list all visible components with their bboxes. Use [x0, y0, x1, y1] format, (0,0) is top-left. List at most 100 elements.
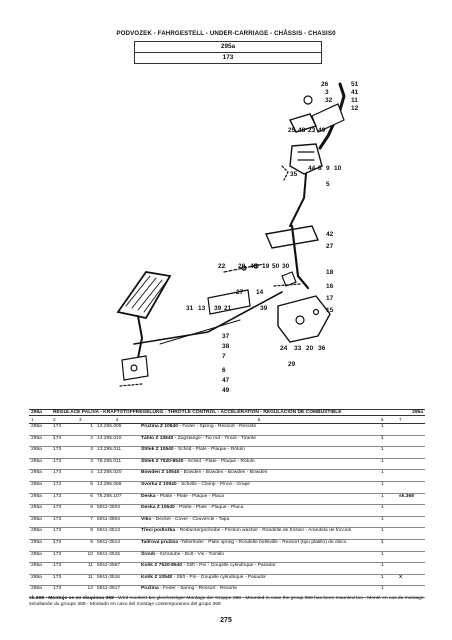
- section-header-row: 295a REGULACE PALIVA - KRAFTSTOFFREGELUN…: [29, 409, 425, 416]
- part-name-cell: Deska Z 10540 - Platte - Plate - Plaque …: [139, 504, 379, 517]
- subgroup-cell: 173: [51, 539, 77, 552]
- part-name-cell: Štítek Z 10540 - Schild - Plate - Plaque…: [139, 446, 379, 459]
- column-number: 3: [77, 415, 95, 424]
- part-name-translations: - Feder - Spring - Ressort - Resorte: [158, 586, 237, 592]
- group-cell: 295a: [29, 539, 51, 552]
- position-cell: 6: [77, 504, 95, 517]
- position-cell: 6: [77, 493, 95, 506]
- subgroup-cell: 173: [51, 562, 77, 575]
- part-name-cell: Talířová pružina -Tellerfeder - Plate sp…: [139, 539, 379, 552]
- group-cell: 295a: [29, 574, 51, 587]
- svg-text:13: 13: [198, 305, 206, 312]
- position-cell: 3: [77, 446, 95, 459]
- quantity-cell: 1: [379, 585, 397, 598]
- part-name-cell: Kolík Z 10540 - Stift - Pin - Goupille c…: [139, 574, 379, 587]
- subgroup-cell: 174: [51, 469, 77, 482]
- note-cell: [397, 435, 425, 448]
- subgroup-cell: 173: [51, 516, 77, 529]
- part-name-translations: - Stift - Pin - Goupille cylindrique - P…: [182, 563, 276, 569]
- column-number: 5: [139, 415, 379, 424]
- group-cell: 295a: [29, 585, 51, 598]
- part-name-cell: Táhlo Z 10540 - Zugstange - Tie rod - Ti…: [139, 435, 379, 448]
- part-number-cell: 5911-3515: [95, 551, 139, 564]
- part-name-cell: Svorka Z 10540 - Schelle - Clamp - Pince…: [139, 481, 379, 494]
- section-title: REGULACE PALIVA - KRAFTSTOFFREGELUNG - T…: [51, 409, 397, 416]
- position-cell: 11: [77, 574, 95, 587]
- svg-text:11: 11: [351, 97, 358, 104]
- svg-text:33: 33: [294, 345, 302, 352]
- note-cell: [397, 446, 425, 459]
- svg-text:41: 41: [351, 89, 359, 96]
- group-cell: 295a: [29, 458, 51, 471]
- quantity-cell: 1: [379, 481, 397, 494]
- quantity-cell: 1: [379, 527, 397, 540]
- note-cell: [397, 516, 425, 529]
- position-cell: 2: [77, 435, 95, 448]
- part-name-primary: Talířová pružina: [141, 539, 179, 545]
- svg-text:40: 40: [250, 263, 258, 270]
- note-cell: [397, 562, 425, 575]
- note-cell: [397, 481, 425, 494]
- page-header: PODVOZEK - FAHRGESTELL - UNDER-CARRIAGE …: [116, 30, 336, 37]
- group-cell: 295a: [29, 469, 51, 482]
- part-name-primary: Třecí podložka: [141, 528, 176, 534]
- svg-text:31: 31: [186, 305, 194, 312]
- part-number-cell: 13.295.005: [95, 423, 139, 436]
- subgroup-cell: 173: [51, 527, 77, 540]
- svg-text:14: 14: [256, 289, 264, 296]
- part-name-cell: Bowden Z 10540 - Bowden - Bowden - Bowde…: [139, 469, 379, 482]
- note-cell: [397, 539, 425, 552]
- svg-text:25: 25: [288, 127, 296, 134]
- parts-table: 295a REGULACE PALIVA - KRAFTSTOFFREGELUN…: [29, 409, 425, 598]
- position-cell: 12: [77, 585, 95, 598]
- svg-text:19: 19: [262, 263, 270, 270]
- svg-text:24: 24: [280, 345, 288, 352]
- svg-text:27: 27: [236, 289, 244, 296]
- exploded-parts-diagram: 26 51 3 41 32 11 12 25 48 23 49 35 44 8 …: [116, 81, 359, 394]
- quantity-cell: 1: [379, 458, 397, 471]
- group-cell: 295a: [29, 493, 51, 506]
- subgroup-cell: 174: [51, 435, 77, 448]
- quantity-cell: 1: [379, 423, 397, 436]
- part-number-cell: 76.295.107: [95, 493, 139, 506]
- note-cell: X: [397, 574, 425, 587]
- position-cell: 5: [77, 481, 95, 494]
- group-cell: 295a: [29, 551, 51, 564]
- part-name-primary: Pružina: [141, 586, 159, 592]
- part-name-primary: Svorka Z 10540: [141, 481, 177, 487]
- subgroup-cell: 173: [51, 574, 77, 587]
- part-name-primary: Štítek Z 10540: [141, 447, 174, 453]
- position-cell: 3: [77, 458, 95, 471]
- svg-text:18: 18: [326, 269, 334, 276]
- section-group: 295a: [29, 409, 51, 416]
- footnote-text: - Wird montiert bei gleichzeitiger Monta…: [29, 596, 424, 608]
- svg-text:32: 32: [325, 97, 333, 104]
- part-name-primary: Deska: [141, 493, 156, 499]
- group-cell: 295a: [29, 423, 51, 436]
- part-number-cell: 78.295.011: [95, 458, 139, 471]
- note-cell: [397, 527, 425, 540]
- svg-text:5: 5: [326, 181, 330, 188]
- part-name-translations: - Feder - Spring - Ressort - Resorte: [177, 424, 257, 429]
- quantity-cell: 1: [379, 469, 397, 482]
- svg-text:47: 47: [222, 377, 230, 384]
- column-number: 1: [29, 415, 51, 424]
- note-cell: [397, 551, 425, 564]
- part-number-cell: 5911-3503: [95, 504, 139, 517]
- quantity-cell: 1: [379, 493, 397, 506]
- part-name-translations: - Schild - Plate - Plaque - Rótulo: [183, 458, 255, 464]
- svg-text:15: 15: [326, 307, 334, 314]
- footnote-label: sk.368 - Montujo se so skupinou 368: [29, 596, 114, 601]
- subgroup-cell: 173: [51, 493, 77, 506]
- note-cell: [397, 469, 425, 482]
- note-cell: [397, 585, 425, 598]
- part-name-cell: Pružina - Feder - Spring - Ressort - Res…: [139, 585, 379, 598]
- note-cell: [397, 504, 425, 517]
